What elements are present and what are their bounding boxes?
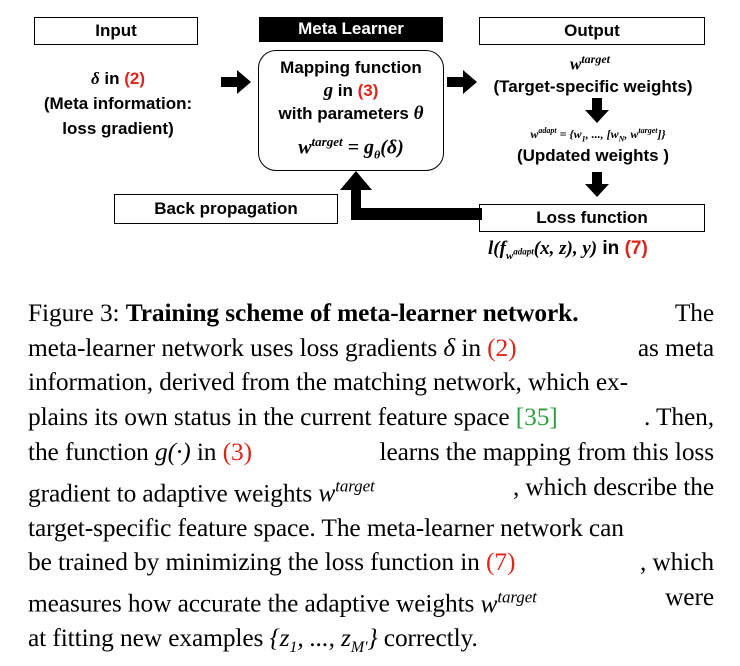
back-propagation-arrow	[340, 171, 482, 220]
output-description: (Target-specific weights)	[493, 77, 693, 96]
loss-function-box: Loss function	[479, 204, 705, 232]
arrow-input-to-mapping	[221, 70, 251, 94]
arrow-mapping-to-output	[447, 70, 477, 94]
output-header: Output	[479, 17, 705, 45]
mapping-equation: wtarget = gθ(δ)	[298, 134, 404, 162]
meta-learner-header: Meta Learner	[259, 17, 443, 42]
arrow-down-2	[585, 172, 609, 197]
figure-caption: Figure 3: Training scheme of meta-learne…	[28, 299, 714, 657]
loss-equation: l(fwadapt(x, z), y) in (7)	[488, 238, 648, 262]
arrow-down-1	[585, 98, 609, 123]
input-header: Input	[34, 17, 198, 45]
adapt-equation: wadapt = {w1, ..., [wN, wtarget]}	[530, 126, 666, 144]
output-weight-symbol: wtarget	[569, 52, 610, 74]
mapping-function-box: Mapping function g in (3) with parameter…	[258, 50, 444, 171]
back-propagation-box: Back propagation	[114, 194, 338, 224]
input-description: δ in (2) (Meta information: loss gradien…	[43, 69, 193, 138]
adapt-description: (Updated weights )	[516, 146, 670, 165]
